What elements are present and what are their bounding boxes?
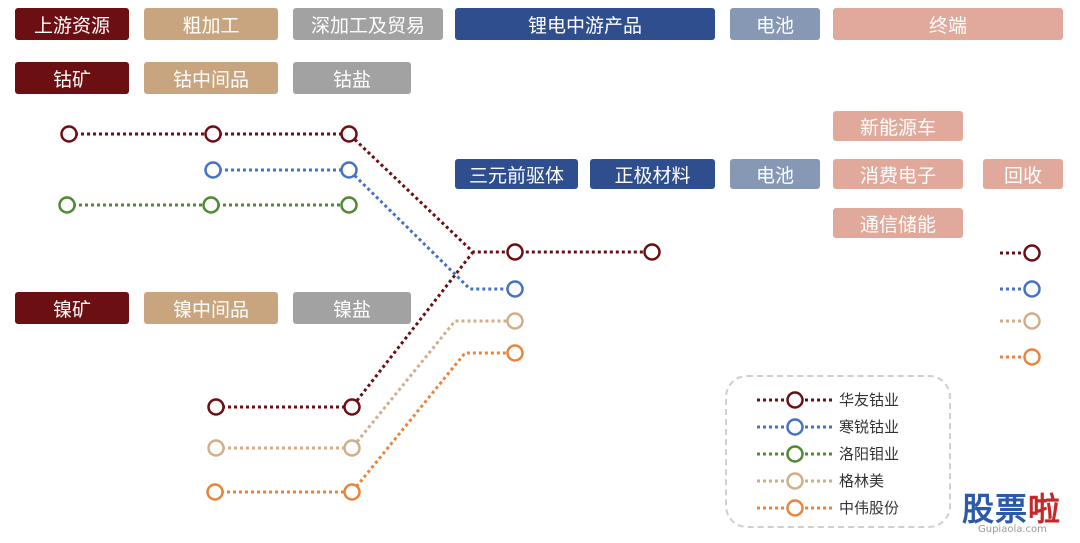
legend-swatch-icon (757, 418, 833, 436)
flow-gem-nodes (207, 312, 1041, 457)
cobalt-ore-box: 钴矿 (15, 62, 129, 94)
terminal-item-ev: 新能源车 (833, 111, 963, 141)
legend-label: 中伟股份 (839, 499, 900, 517)
cobalt-intermediate-box: 钴中间品 (144, 62, 278, 94)
legend-item-gem: 格林美 (727, 468, 949, 494)
header-upstream-resources: 上游资源 (15, 8, 129, 40)
legend-label: 华友钴业 (839, 391, 900, 409)
legend-item-hanrui: 寒锐钴业 (727, 414, 949, 440)
nickel-ore-box: 镍矿 (15, 292, 129, 324)
watermark-logo: 股票啦 Gupiaola.com (960, 484, 1078, 540)
watermark-text-a: 股票 (962, 490, 1029, 528)
legend-swatch-icon (757, 445, 833, 463)
cobalt-salt-box: 钴盐 (293, 62, 411, 94)
flow-hanrui-nodes (204, 161, 1041, 298)
legend-label: 洛阳钼业 (839, 445, 900, 463)
watermark-url: Gupiaola.com (978, 524, 1047, 535)
legend-item-huayou: 华友钴业 (727, 387, 949, 413)
flow-zhongwei-nodes (206, 344, 1041, 501)
legend-item-luoyang: 洛阳钼业 (727, 441, 949, 467)
battery-box: 电池 (730, 159, 820, 189)
flow-hanrui (213, 168, 1032, 291)
watermark-text: 股票啦 (962, 484, 1061, 530)
legend-swatch-icon (757, 391, 833, 409)
header-rough-processing: 粗加工 (144, 8, 278, 40)
flow-huayou-nodes (60, 125, 1041, 416)
header-midstream-products: 锂电中游产品 (455, 8, 715, 40)
header-deep-processing: 深加工及贸易 (293, 8, 443, 40)
precursor-box: 三元前驱体 (455, 159, 578, 189)
legend-label: 格林美 (839, 472, 885, 490)
nickel-intermediate-box: 镍中间品 (144, 292, 278, 324)
legend-swatch-icon (757, 499, 833, 517)
recycle-box: 回收 (983, 159, 1063, 189)
flow-luoyang-nodes (58, 196, 358, 214)
legend-swatch-icon (757, 472, 833, 490)
cathode-box: 正极材料 (590, 159, 715, 189)
terminal-item-consumer-electronics: 消费电子 (833, 159, 963, 189)
watermark-text-b: 啦 (1028, 490, 1062, 528)
legend: 华友钴业 寒锐钴业 洛阳钼业 格林美 (725, 375, 951, 528)
nickel-salt-box: 镍盐 (293, 292, 411, 324)
header-battery: 电池 (730, 8, 820, 40)
terminal-item-telecom-storage: 通信储能 (833, 208, 963, 238)
legend-item-zhongwei: 中伟股份 (727, 495, 949, 521)
legend-label: 寒锐钴业 (839, 418, 900, 436)
header-terminal: 终端 (833, 8, 1063, 40)
